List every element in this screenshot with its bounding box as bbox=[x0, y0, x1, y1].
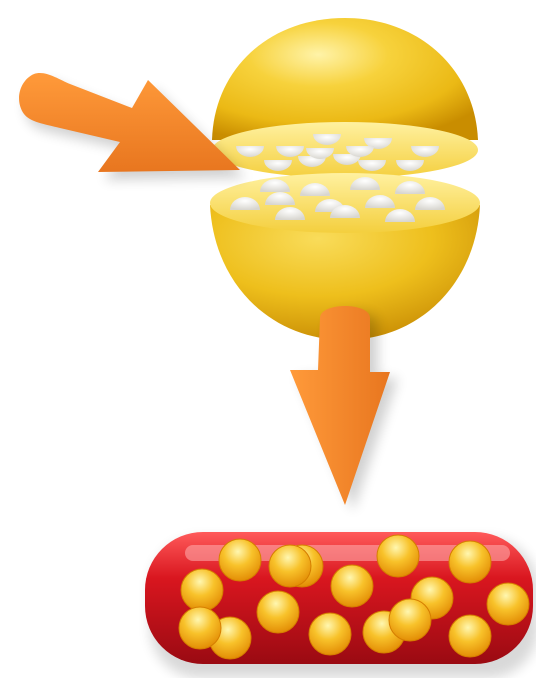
split-sphere-icon bbox=[210, 18, 480, 340]
capsule-icon bbox=[145, 532, 536, 678]
bead bbox=[179, 607, 221, 649]
bead bbox=[449, 615, 491, 657]
bead bbox=[219, 539, 261, 581]
bead bbox=[269, 545, 311, 587]
bead bbox=[487, 583, 529, 625]
arrow-down-icon bbox=[290, 306, 398, 511]
bead bbox=[449, 541, 491, 583]
bead bbox=[309, 613, 351, 655]
sphere-top-half bbox=[212, 18, 478, 140]
bead bbox=[257, 591, 299, 633]
bead bbox=[181, 569, 223, 611]
bead bbox=[389, 599, 431, 641]
bead bbox=[377, 535, 419, 577]
arrow-right-icon bbox=[19, 73, 246, 180]
bead bbox=[331, 565, 373, 607]
